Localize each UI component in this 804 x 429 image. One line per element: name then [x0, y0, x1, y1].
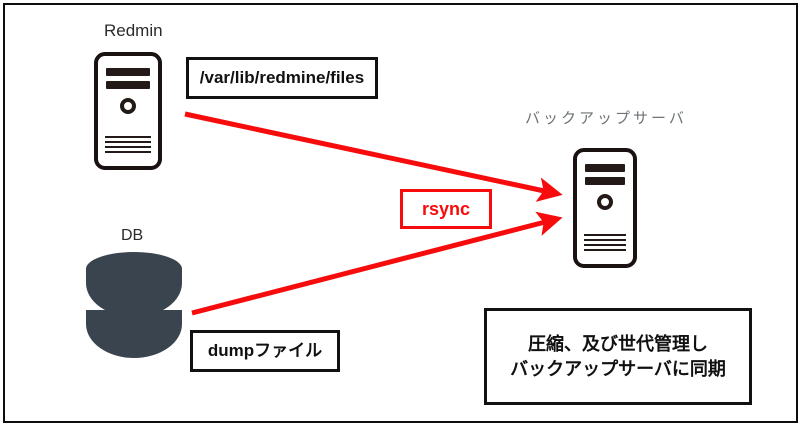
server-power-dot: [597, 194, 613, 211]
redmine-path-text: /var/lib/redmine/files: [199, 67, 365, 87]
dump-to-backup-arrow: [191, 211, 563, 316]
dump-file-box: dumpファイル: [190, 330, 340, 372]
server-bar-second: [106, 80, 150, 89]
rsync-label-box: rsync: [400, 189, 492, 229]
sync-note-box: 圧縮、及び世代管理し バックアップサーバに同期: [484, 308, 752, 405]
server-power-dot: [120, 97, 136, 114]
database-cylinder-icon: [86, 252, 182, 370]
db-label: DB: [121, 227, 144, 244]
db-segment-2: [86, 310, 182, 358]
sync-note-text: 圧縮、及び世代管理し バックアップサーバに同期: [510, 334, 726, 379]
server-vent-lines: [583, 233, 627, 254]
redmine-path-box: /var/lib/redmine/files: [186, 57, 378, 99]
files-to-backup-arrow: [184, 111, 563, 202]
dump-file-text: dumpファイル: [207, 340, 323, 360]
backup-server-icon: [573, 148, 637, 268]
redmine-label: Redmin: [104, 21, 163, 40]
server-bar-top: [584, 164, 626, 173]
server-bar-second: [584, 177, 626, 186]
backup-server-label: バックアップサーバ: [525, 110, 687, 127]
server-vent-lines: [105, 136, 151, 156]
redmine-server-icon: [94, 52, 162, 170]
rsync-label-text: rsync: [421, 198, 471, 219]
server-bar-top: [106, 68, 150, 76]
